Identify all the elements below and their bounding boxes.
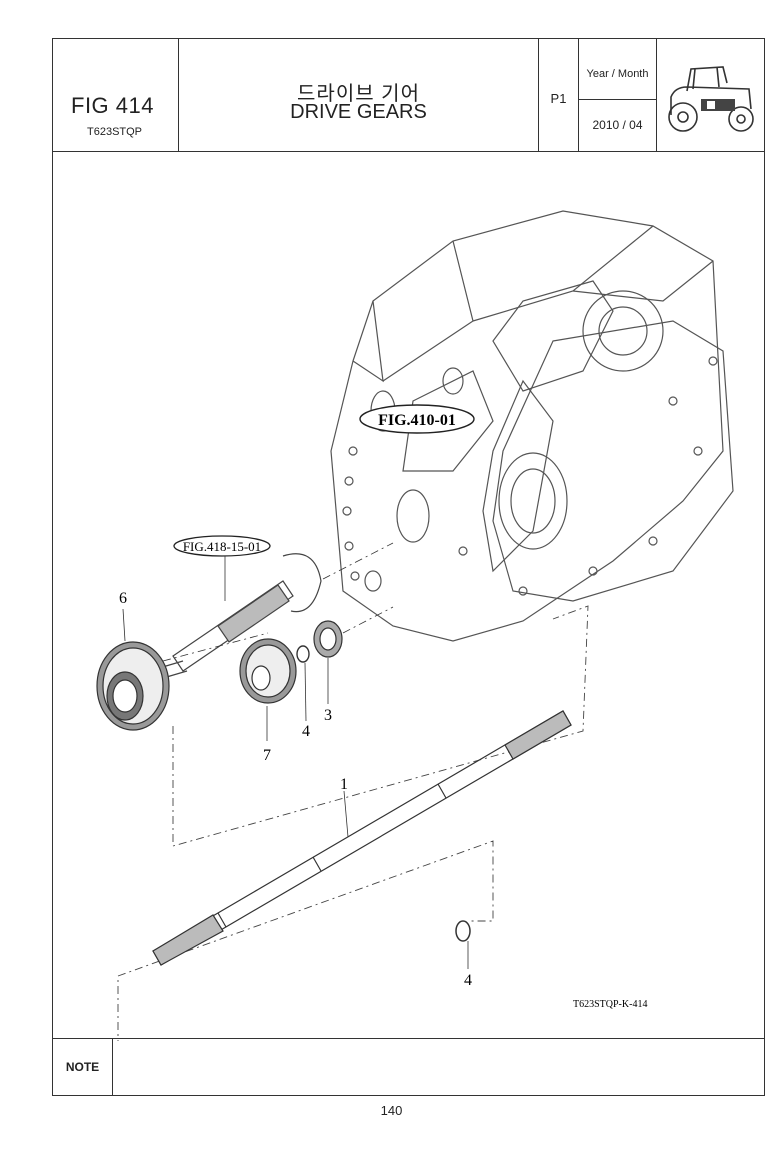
snap-ring-lower [455, 920, 471, 942]
pinion-shaft [148, 553, 322, 682]
parts-sheet: FIG 414 T623STQP 드라이브 기어 DRIVE GEARS P1 … [52, 38, 765, 1096]
callout-7: 7 [263, 747, 271, 764]
main-shaft [152, 710, 572, 966]
page-number: 140 [380, 1103, 403, 1118]
title-korean: 드라이브 기어 [297, 83, 420, 105]
callout-1: 1 [340, 776, 348, 793]
gear-7 [239, 638, 297, 704]
callout-3: 3 [324, 707, 332, 724]
year-month-cell: Year / Month 2010 / 04 [579, 39, 657, 151]
note-label: NOTE [53, 1039, 113, 1095]
fig-number: FIG 414 [71, 93, 154, 118]
ref-oval-pinion [173, 535, 271, 557]
header-block: FIG 414 T623STQP 드라이브 기어 DRIVE GEARS P1 … [53, 39, 764, 152]
fig-cell: FIG 414 T623STQP [53, 39, 179, 151]
snap-ring-upper [296, 645, 310, 663]
ref-label-housing: FIG.410-01 [378, 412, 456, 429]
title-cell: 드라이브 기어 DRIVE GEARS [179, 39, 539, 151]
callout-6: 6 [119, 590, 127, 607]
page-code-cell: P1 [539, 39, 579, 151]
exploded-frame-upper [117, 605, 589, 1066]
callout-4-upper: 4 [302, 723, 310, 740]
bearing-3 [313, 620, 343, 658]
fig-model: T623STQP [87, 126, 143, 138]
tractor-icon [668, 66, 754, 132]
drawing-area: FIG.410-01 FIG.418-15-01 [53, 151, 764, 1066]
callout-4-lower: 4 [464, 972, 472, 989]
page-code: P1 [550, 91, 567, 106]
exploded-diagram: FIG.410-01 FIG.418-15-01 [96, 210, 734, 1066]
tractor-logo-cell [657, 39, 766, 151]
year-month-value: 2010 / 04 [592, 118, 643, 132]
title-english: DRIVE GEARS [290, 101, 427, 123]
callout-leaders [122, 608, 469, 969]
ref-label-pinion: FIG.418-15-01 [183, 539, 261, 554]
year-month-label: Year / Month [586, 68, 649, 80]
note-row: NOTE [53, 1038, 764, 1095]
year-month-divider [579, 99, 656, 100]
ref-oval-housing [359, 404, 475, 434]
transmission-housing [330, 210, 734, 642]
drawing-code: T623STQP-K-414 [573, 999, 647, 1010]
gear-6 [96, 641, 170, 731]
